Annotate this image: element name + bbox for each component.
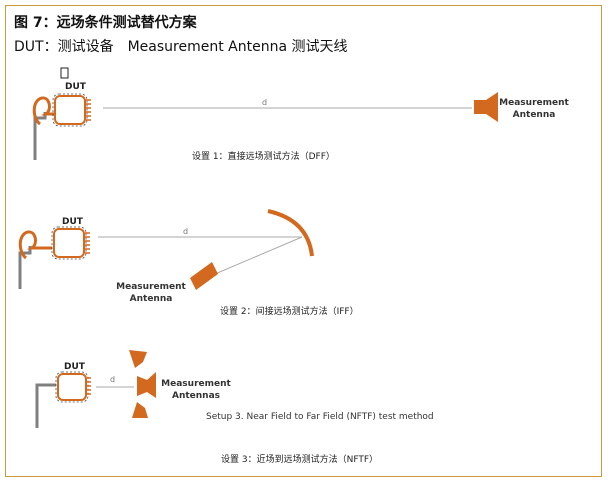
setup3-dut <box>57 373 87 401</box>
setup3-dut-label: DUT <box>64 362 85 372</box>
setup2-diagram <box>18 209 314 290</box>
setup3-antenna-label-line2: Antennas <box>171 391 221 401</box>
setup3-antenna-label-line1: Measurement <box>161 379 231 389</box>
setup2-antenna-label: Measurement Antenna <box>112 281 190 305</box>
figure-subtitle: DUT：测试设备 Measurement Antenna 测试天线 <box>14 39 348 55</box>
setup2-dut-label: DUT <box>62 217 83 227</box>
setup1-dut-outline <box>52 93 88 127</box>
setup3-diagram <box>35 350 156 428</box>
setup2-dut <box>53 228 85 258</box>
setup3-horn-antenna-middle <box>137 372 156 398</box>
setup2-caption: 设置 2：间接远场测试方法（IFF） <box>220 307 359 317</box>
setup1-antenna-label-line1: Measurement <box>499 98 569 108</box>
setup3-horn-antenna-bottom <box>132 402 148 418</box>
setup1-dut-pins <box>86 99 91 121</box>
setup1-dut-label: DUT <box>65 82 86 92</box>
setup1-antenna-label: Measurement Antenna <box>499 97 569 121</box>
setup2-reflected-line <box>214 236 303 275</box>
setup3-antenna-label: Measurement Antennas <box>156 378 236 402</box>
setup1-rotator <box>32 96 58 126</box>
setup1-distance-label: d <box>262 98 268 107</box>
setup3-stand <box>35 383 56 428</box>
setup3-dut-outline <box>55 371 89 403</box>
setup1-antenna-label-line2: Antenna <box>512 110 556 120</box>
setup2-reflector <box>267 209 314 257</box>
setup1-dut <box>54 95 86 125</box>
setup3-dut-pins <box>87 377 91 395</box>
setup3-horn-antenna-top <box>129 350 147 368</box>
figure-frame <box>5 5 602 477</box>
setup3-distance-label: d <box>110 375 116 384</box>
setup2-antenna-label-line1: Measurement <box>116 282 186 292</box>
setup2-rotator <box>18 230 52 260</box>
setup2-horn-antenna <box>190 262 218 290</box>
setup1-diagram <box>32 67 498 160</box>
setup2-dut-pins <box>85 232 90 254</box>
setup3-caption: 设置 3：近场到远场测试方法（NFTF） <box>221 455 379 465</box>
setup2-distance-label: d <box>183 227 189 236</box>
small-square-marker <box>60 67 69 79</box>
setup3-english-caption: Setup 3. Near Field to Far Field (NFTF) … <box>206 412 434 422</box>
setup1-horn-antenna <box>474 92 498 122</box>
setup2-antenna-label-line2: Antenna <box>129 294 173 304</box>
figure-title: 图 7：远场条件测试替代方案 <box>14 15 197 31</box>
setup2-dut-outline <box>51 226 87 260</box>
setup1-caption: 设置 1：直接远场测试方法（DFF） <box>192 152 335 162</box>
